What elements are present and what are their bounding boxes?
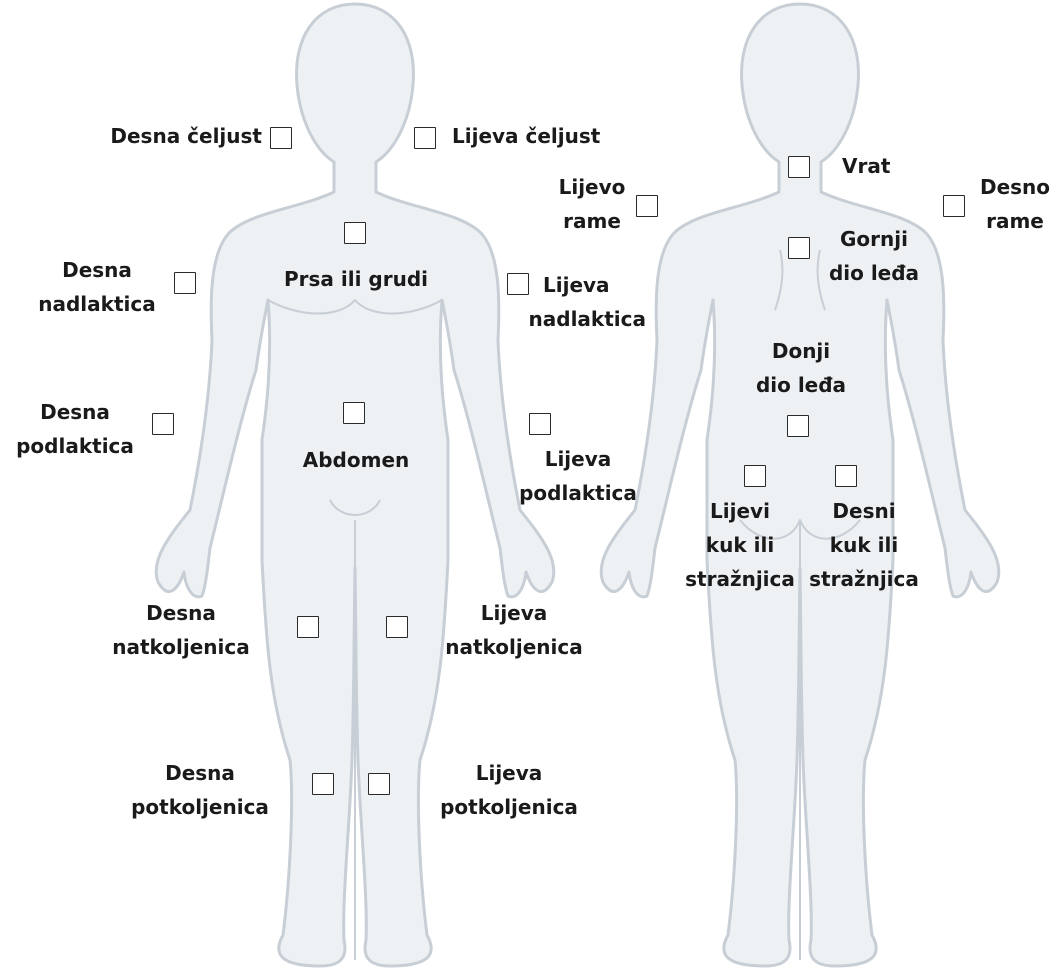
- label-desni-kuk: Desni kuk ili stražnjica: [809, 494, 919, 596]
- label-line: rame: [980, 204, 1050, 238]
- label-lijevi-kuk: Lijevi kuk ili stražnjica: [685, 494, 795, 596]
- label-desno-rame: Desno rame: [980, 170, 1050, 238]
- checkbox-donji-dio-leda[interactable]: [787, 415, 809, 437]
- checkbox-prsa-ili-grudi[interactable]: [344, 222, 366, 244]
- checkbox-desno-rame[interactable]: [943, 195, 965, 217]
- label-desna-nadlaktica: Desna nadlaktica: [38, 253, 155, 321]
- label-line: natkoljenica: [112, 630, 250, 664]
- label-line: Desna: [112, 596, 250, 630]
- checkbox-desna-podlaktica[interactable]: [152, 413, 174, 435]
- label-line: Lijevi: [685, 494, 795, 528]
- checkbox-lijeva-podlaktica[interactable]: [529, 413, 551, 435]
- label-line: Lijevo: [559, 170, 626, 204]
- label-desna-podlaktica: Desna podlaktica: [16, 395, 134, 463]
- label-line: podlaktica: [16, 429, 134, 463]
- label-line: potkoljenica: [440, 790, 578, 824]
- checkbox-desna-celjust[interactable]: [270, 127, 292, 149]
- label-lijeva-natkoljenica: Lijeva natkoljenica: [445, 596, 583, 664]
- label-line: Lijeva: [440, 756, 578, 790]
- label-line: Desna: [131, 756, 269, 790]
- checkbox-vrat[interactable]: [788, 156, 810, 178]
- label-lijeva-celjust: Lijeva čeljust: [452, 119, 600, 153]
- label-line: rame: [559, 204, 626, 238]
- checkbox-lijeva-celjust[interactable]: [414, 127, 436, 149]
- label-line: dio leđa: [829, 256, 919, 290]
- label-lijeva-potkoljenica: Lijeva potkoljenica: [440, 756, 578, 824]
- label-line: natkoljenica: [445, 630, 583, 664]
- label-line: kuk ili: [685, 528, 795, 562]
- checkbox-lijeva-natkoljenica[interactable]: [386, 616, 408, 638]
- label-line: potkoljenica: [131, 790, 269, 824]
- label-line: Desna čeljust: [110, 119, 262, 153]
- label-line: Desni: [809, 494, 919, 528]
- label-line: Lijeva čeljust: [452, 119, 600, 153]
- label-line: podlaktica: [519, 476, 637, 510]
- label-gornji-dio-leda: Gornji dio leđa: [829, 222, 919, 290]
- label-lijeva-nadlaktica: Lijeva: [543, 268, 610, 302]
- checkbox-gornji-dio-leda[interactable]: [788, 237, 810, 259]
- label-line: nadlaktica: [529, 302, 646, 336]
- checkbox-lijevo-rame[interactable]: [636, 195, 658, 217]
- checkbox-lijeva-potkoljenica[interactable]: [368, 773, 390, 795]
- label-line: kuk ili: [809, 528, 919, 562]
- back-body-figure: [601, 4, 999, 966]
- label-line: stražnjica: [809, 562, 919, 596]
- label-vrat: Vrat: [842, 149, 890, 183]
- label-line: Lijeva: [445, 596, 583, 630]
- label-desna-celjust: Desna čeljust: [110, 119, 262, 153]
- label-lijeva-nadlaktica-2: nadlaktica: [529, 302, 646, 336]
- label-line: Abdomen: [303, 443, 410, 477]
- label-line: Lijeva: [519, 442, 637, 476]
- label-line: stražnjica: [685, 562, 795, 596]
- label-abdomen: Abdomen: [303, 443, 410, 477]
- checkbox-desni-kuk[interactable]: [835, 465, 857, 487]
- label-line: nadlaktica: [38, 287, 155, 321]
- checkbox-desna-potkoljenica[interactable]: [312, 773, 334, 795]
- label-line: Donji: [756, 334, 846, 368]
- label-line: Desna: [16, 395, 134, 429]
- checkbox-abdomen[interactable]: [343, 402, 365, 424]
- label-desna-potkoljenica: Desna potkoljenica: [131, 756, 269, 824]
- label-line: Desno: [980, 170, 1050, 204]
- label-desna-natkoljenica: Desna natkoljenica: [112, 596, 250, 664]
- label-donji-dio-leda: Donji dio leđa: [756, 334, 846, 402]
- label-line: Prsa ili grudi: [284, 262, 428, 296]
- checkbox-lijevi-kuk[interactable]: [744, 465, 766, 487]
- label-lijeva-podlaktica: Lijeva podlaktica: [519, 442, 637, 510]
- label-line: Desna: [38, 253, 155, 287]
- label-line: Lijeva: [543, 268, 610, 302]
- checkbox-lijeva-nadlaktica[interactable]: [507, 273, 529, 295]
- label-line: dio leđa: [756, 368, 846, 402]
- checkbox-desna-nadlaktica[interactable]: [174, 272, 196, 294]
- label-prsa-ili-grudi: Prsa ili grudi: [284, 262, 428, 296]
- checkbox-desna-natkoljenica[interactable]: [297, 616, 319, 638]
- label-lijevo-rame: Lijevo rame: [559, 170, 626, 238]
- label-line: Vrat: [842, 149, 890, 183]
- label-line: Gornji: [829, 222, 919, 256]
